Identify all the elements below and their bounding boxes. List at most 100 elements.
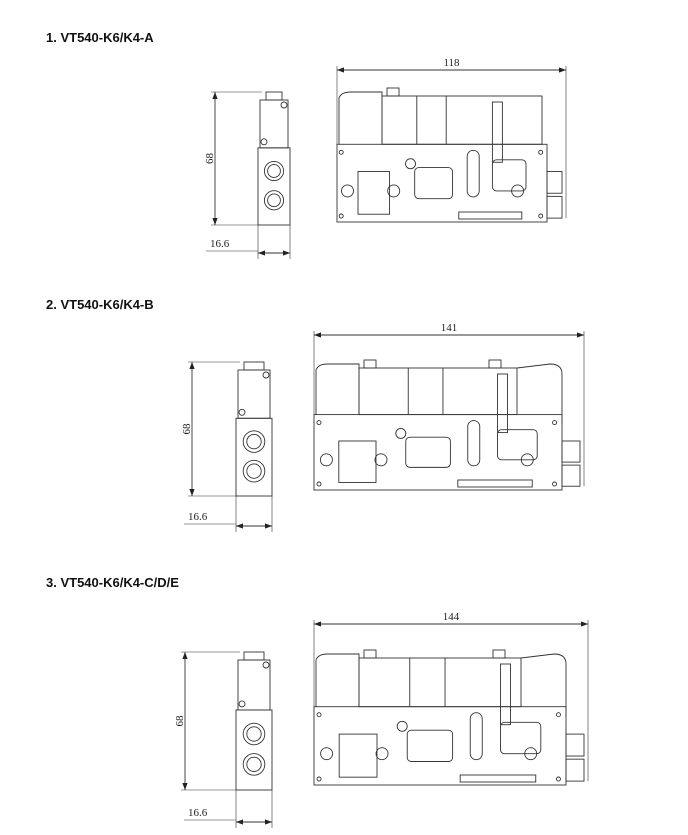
- connector: [386, 87, 400, 97]
- port-outer: [242, 459, 266, 483]
- screw-icon: [552, 420, 558, 426]
- drawing-vt540-b: 68 16.6 141: [181, 322, 585, 532]
- side-base: [235, 417, 273, 497]
- channel: [338, 440, 377, 483]
- clip: [497, 373, 508, 434]
- drawing-vt540-cde: 68 16.6 144: [174, 611, 589, 828]
- side-solenoid: [237, 369, 271, 419]
- channel: [357, 171, 390, 215]
- port-hole: [341, 184, 354, 198]
- screw-icon: [555, 776, 561, 782]
- side-solenoid: [259, 99, 289, 149]
- screw-icon: [262, 661, 270, 669]
- channel: [338, 733, 378, 778]
- channel: [406, 729, 454, 762]
- port-outer: [263, 160, 285, 182]
- solenoid-right: [516, 363, 563, 425]
- length-dimension-label: 144: [443, 611, 460, 623]
- port-hole: [395, 428, 407, 439]
- port-hole: [387, 184, 401, 198]
- screw-icon: [238, 408, 246, 416]
- length-dimension-label: 141: [441, 322, 458, 334]
- slot: [466, 149, 480, 198]
- section-title-3: 3. VT540-K6/K4-C/D/E: [46, 575, 179, 590]
- connector: [363, 649, 377, 659]
- valve-body: [358, 657, 522, 708]
- height-dimension-label: 68: [181, 423, 193, 435]
- solenoid-left: [315, 363, 360, 415]
- slot: [467, 420, 481, 467]
- screw-icon: [338, 149, 344, 155]
- screw-icon: [538, 213, 544, 219]
- height-dimension-label: 68: [174, 715, 186, 727]
- screw-icon: [260, 138, 268, 146]
- channel: [458, 211, 523, 220]
- port-outer: [242, 430, 266, 453]
- side-base: [257, 147, 291, 226]
- port-hole: [374, 453, 388, 467]
- screw-icon: [338, 213, 344, 219]
- port-inner: [246, 433, 262, 450]
- port-outer: [242, 753, 266, 776]
- channel: [497, 429, 538, 461]
- screw-icon: [280, 101, 288, 109]
- screw-icon: [238, 700, 246, 708]
- fitting: [546, 171, 563, 194]
- channel: [414, 167, 453, 200]
- fitting: [561, 440, 581, 463]
- port-inner: [267, 193, 281, 208]
- port-outer: [242, 722, 266, 746]
- port-hole: [319, 453, 333, 467]
- fitting: [565, 733, 585, 757]
- screw-icon: [262, 371, 270, 379]
- channel: [405, 436, 451, 468]
- slot: [469, 712, 483, 761]
- valve-body: [358, 367, 518, 416]
- channel: [491, 159, 527, 192]
- port-hole: [396, 720, 408, 732]
- port-hole: [375, 747, 389, 761]
- width-dimension-label: 16.6: [210, 238, 230, 250]
- width-dimension-label: 16.6: [188, 807, 208, 819]
- port-inner: [246, 756, 262, 773]
- section-title-1: 1. VT540-K6/K4-A: [46, 30, 154, 45]
- side-connector: [243, 651, 265, 661]
- screw-icon: [316, 712, 322, 718]
- connector: [492, 649, 506, 659]
- valve-body: [381, 95, 543, 145]
- base-plate: [313, 706, 567, 786]
- side-base: [235, 709, 273, 791]
- width-dimension-label: 16.6: [188, 511, 208, 523]
- port-inner: [246, 726, 262, 742]
- port-inner: [246, 463, 262, 479]
- channel: [459, 774, 537, 783]
- clip: [500, 663, 511, 726]
- connector: [363, 359, 377, 369]
- port-hole: [405, 158, 416, 170]
- section-title-2: 2. VT540-K6/K4-B: [46, 297, 154, 312]
- side-connector: [243, 361, 265, 371]
- side-connector: [265, 91, 283, 101]
- base-plate: [336, 143, 548, 223]
- clip: [491, 101, 503, 163]
- solenoid-right: [520, 653, 567, 717]
- screw-icon: [316, 776, 322, 782]
- drawing-vt540-a: 68 16.6 118: [204, 57, 567, 259]
- screw-icon: [552, 481, 558, 487]
- port-hole: [320, 747, 334, 761]
- screw-icon: [538, 149, 544, 155]
- solenoid-left: [338, 91, 383, 145]
- screw-icon: [316, 481, 322, 487]
- base-plate: [313, 414, 563, 491]
- connector: [488, 359, 502, 369]
- length-dimension-label: 118: [443, 57, 460, 69]
- solenoid-left: [315, 653, 360, 707]
- fitting: [561, 464, 581, 487]
- fitting: [546, 195, 563, 219]
- port-inner: [267, 164, 281, 178]
- channel: [457, 479, 533, 488]
- height-dimension-label: 68: [204, 153, 216, 165]
- channel: [500, 721, 542, 755]
- screw-icon: [316, 420, 322, 426]
